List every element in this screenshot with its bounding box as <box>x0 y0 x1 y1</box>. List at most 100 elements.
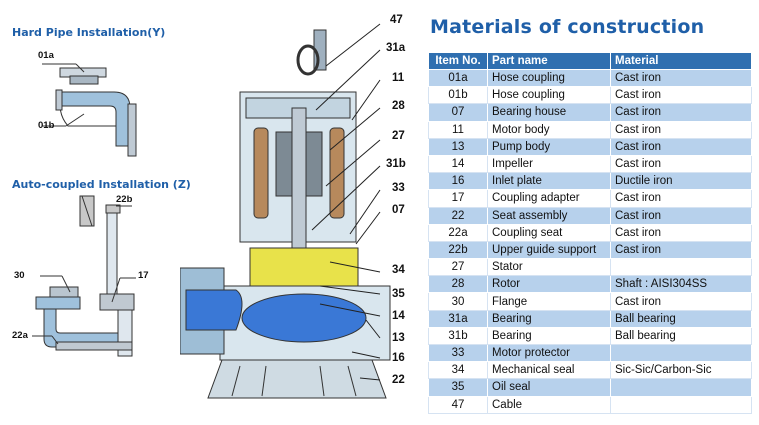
part-name-cell: Motor body <box>487 120 611 139</box>
part-name-cell: Motor protector <box>487 343 611 363</box>
item-no-cell: 27 <box>428 258 488 277</box>
materials-title: Materials of construction <box>430 16 705 38</box>
item-no-cell: 22a <box>428 223 488 242</box>
material-cell <box>610 395 752 414</box>
pump-label-35: 35 <box>392 288 405 300</box>
label-01b: 01b <box>38 120 55 131</box>
item-no-cell: 01a <box>428 68 488 88</box>
item-no-cell: 47 <box>428 395 488 414</box>
item-no-cell: 11 <box>428 120 488 139</box>
material-cell: Cast iron <box>610 223 752 242</box>
material-cell <box>610 378 752 397</box>
part-name-cell: Rotor <box>487 275 611 294</box>
header-material: Material <box>610 52 752 70</box>
item-no-cell: 07 <box>428 103 488 122</box>
label-22b: 22b <box>116 194 133 205</box>
label-01a: 01a <box>38 50 54 61</box>
item-no-cell: 34 <box>428 361 488 380</box>
item-no-cell: 22 <box>428 206 488 225</box>
material-cell: Cast iron <box>610 120 752 139</box>
label-17: 17 <box>138 270 149 281</box>
label-22a: 22a <box>12 330 28 341</box>
installation-diagrams <box>32 63 137 357</box>
item-no-cell: 35 <box>428 378 488 397</box>
part-name-cell: Hose coupling <box>487 68 611 88</box>
label-30: 30 <box>14 270 25 281</box>
material-cell: Ball bearing <box>610 309 752 328</box>
item-no-cell: 28 <box>428 275 488 294</box>
hard-pipe-drawing <box>42 63 137 157</box>
pump-label-31b: 31b <box>386 158 406 170</box>
part-name-cell: Impeller <box>487 154 611 174</box>
pump-label-34: 34 <box>392 264 405 276</box>
pump-label-14: 14 <box>392 310 405 322</box>
item-no-cell: 31b <box>428 326 488 346</box>
pump-label-28: 28 <box>392 100 405 112</box>
pump-cross-section <box>180 23 391 399</box>
header-part-name: Part name <box>487 52 611 70</box>
part-name-cell: Coupling adapter <box>487 189 611 208</box>
material-cell: Cast iron <box>610 206 752 225</box>
part-name-cell: Coupling seat <box>487 223 611 242</box>
material-cell: Ductile iron <box>610 172 752 191</box>
auto-coupled-drawing <box>32 195 136 357</box>
part-name-cell: Bearing <box>487 326 611 346</box>
pump-label-16: 16 <box>392 352 405 364</box>
part-name-cell: Hose coupling <box>487 86 611 105</box>
material-cell: Cast iron <box>610 137 752 156</box>
pump-label-11: 11 <box>392 72 405 84</box>
part-name-cell: Inlet plate <box>487 172 611 191</box>
material-cell: Cast iron <box>610 103 752 122</box>
pump-label-07: 07 <box>392 204 405 216</box>
item-no-cell: 17 <box>428 189 488 208</box>
hard-pipe-title: Hard Pipe Installation(Y) <box>12 26 166 39</box>
material-cell <box>610 258 752 277</box>
pump-label-33: 33 <box>392 182 405 194</box>
material-cell: Cast iron <box>610 292 752 311</box>
item-no-cell: 16 <box>428 172 488 191</box>
item-no-cell: 13 <box>428 137 488 156</box>
material-cell: Cast iron <box>610 68 752 88</box>
item-no-cell: 01b <box>428 86 488 105</box>
part-name-cell: Stator <box>487 258 611 277</box>
auto-coupled-title: Auto-coupled Installation (Z) <box>12 178 191 191</box>
part-name-cell: Pump body <box>487 137 611 156</box>
table-header-row: Item No. Part name Material <box>428 52 752 70</box>
material-cell: Sic-Sic/Carbon-Sic <box>610 361 752 380</box>
material-cell: Cast iron <box>610 240 752 260</box>
part-name-cell: Bearing house <box>487 103 611 122</box>
item-no-cell: 22b <box>428 240 488 260</box>
part-name-cell: Seat assembly <box>487 206 611 225</box>
part-name-cell: Upper guide support <box>487 240 611 260</box>
part-name-cell: Bearing <box>487 309 611 328</box>
material-cell: Cast iron <box>610 189 752 208</box>
pump-label-47: 47 <box>390 14 403 26</box>
part-name-cell: Mechanical seal <box>487 361 611 380</box>
material-cell: Cast iron <box>610 86 752 105</box>
item-no-cell: 30 <box>428 292 488 311</box>
item-no-cell: 31a <box>428 309 488 328</box>
item-no-cell: 14 <box>428 154 488 174</box>
material-cell: Ball bearing <box>610 326 752 346</box>
part-name-cell: Oil seal <box>487 378 611 397</box>
